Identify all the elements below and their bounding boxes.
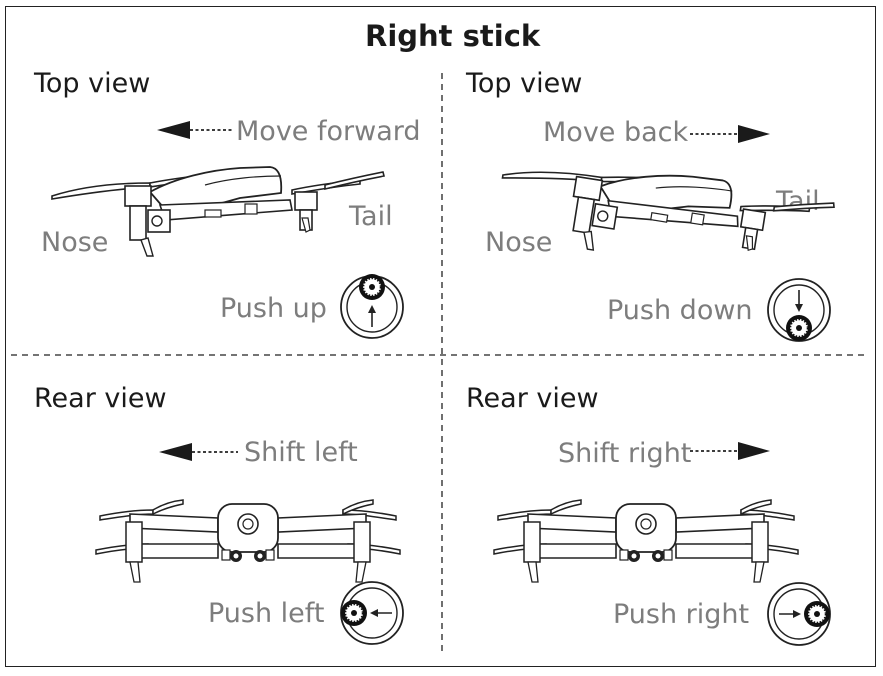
panel-2-push-label: Push down: [607, 295, 753, 326]
joystick-icon: [340, 272, 404, 339]
panel-1-view-label: Top view: [34, 68, 151, 99]
drone-side-icon: [51, 166, 385, 257]
arrow-left-icon: [157, 121, 234, 139]
panel-2-direction-label: Move back: [543, 117, 689, 148]
joystick-icon: [339, 581, 404, 645]
arrow-right-icon: [690, 125, 770, 143]
panel-4-view-label: Rear view: [466, 383, 599, 414]
panel-1-tail-label: Tail: [349, 201, 393, 232]
diagram-frame: [5, 6, 876, 667]
panel-4-direction-label: Shift right: [558, 438, 692, 469]
joystick-icon: [767, 582, 832, 646]
drone-rear-icon: [95, 499, 401, 583]
arrow-left-icon: [159, 443, 238, 461]
panel-1-push-label: Push up: [220, 293, 327, 324]
panel-3-push-label: Push left: [208, 598, 325, 629]
arrow-right-icon: [690, 442, 770, 460]
drone-rear-icon: [493, 499, 799, 583]
joystick-icon: [767, 278, 831, 343]
panel-2-nose-label: Nose: [485, 227, 553, 258]
diagram-title: Right stick: [365, 19, 541, 53]
panel-4-push-label: Push right: [613, 599, 750, 630]
panel-2-view-label: Top view: [466, 68, 583, 99]
panel-3-view-label: Rear view: [34, 383, 167, 414]
panel-1-direction-label: Move forward: [236, 116, 421, 147]
drone-side-icon: [492, 145, 837, 288]
panel-3-direction-label: Shift left: [244, 437, 358, 468]
panel-1-nose-label: Nose: [41, 227, 109, 258]
